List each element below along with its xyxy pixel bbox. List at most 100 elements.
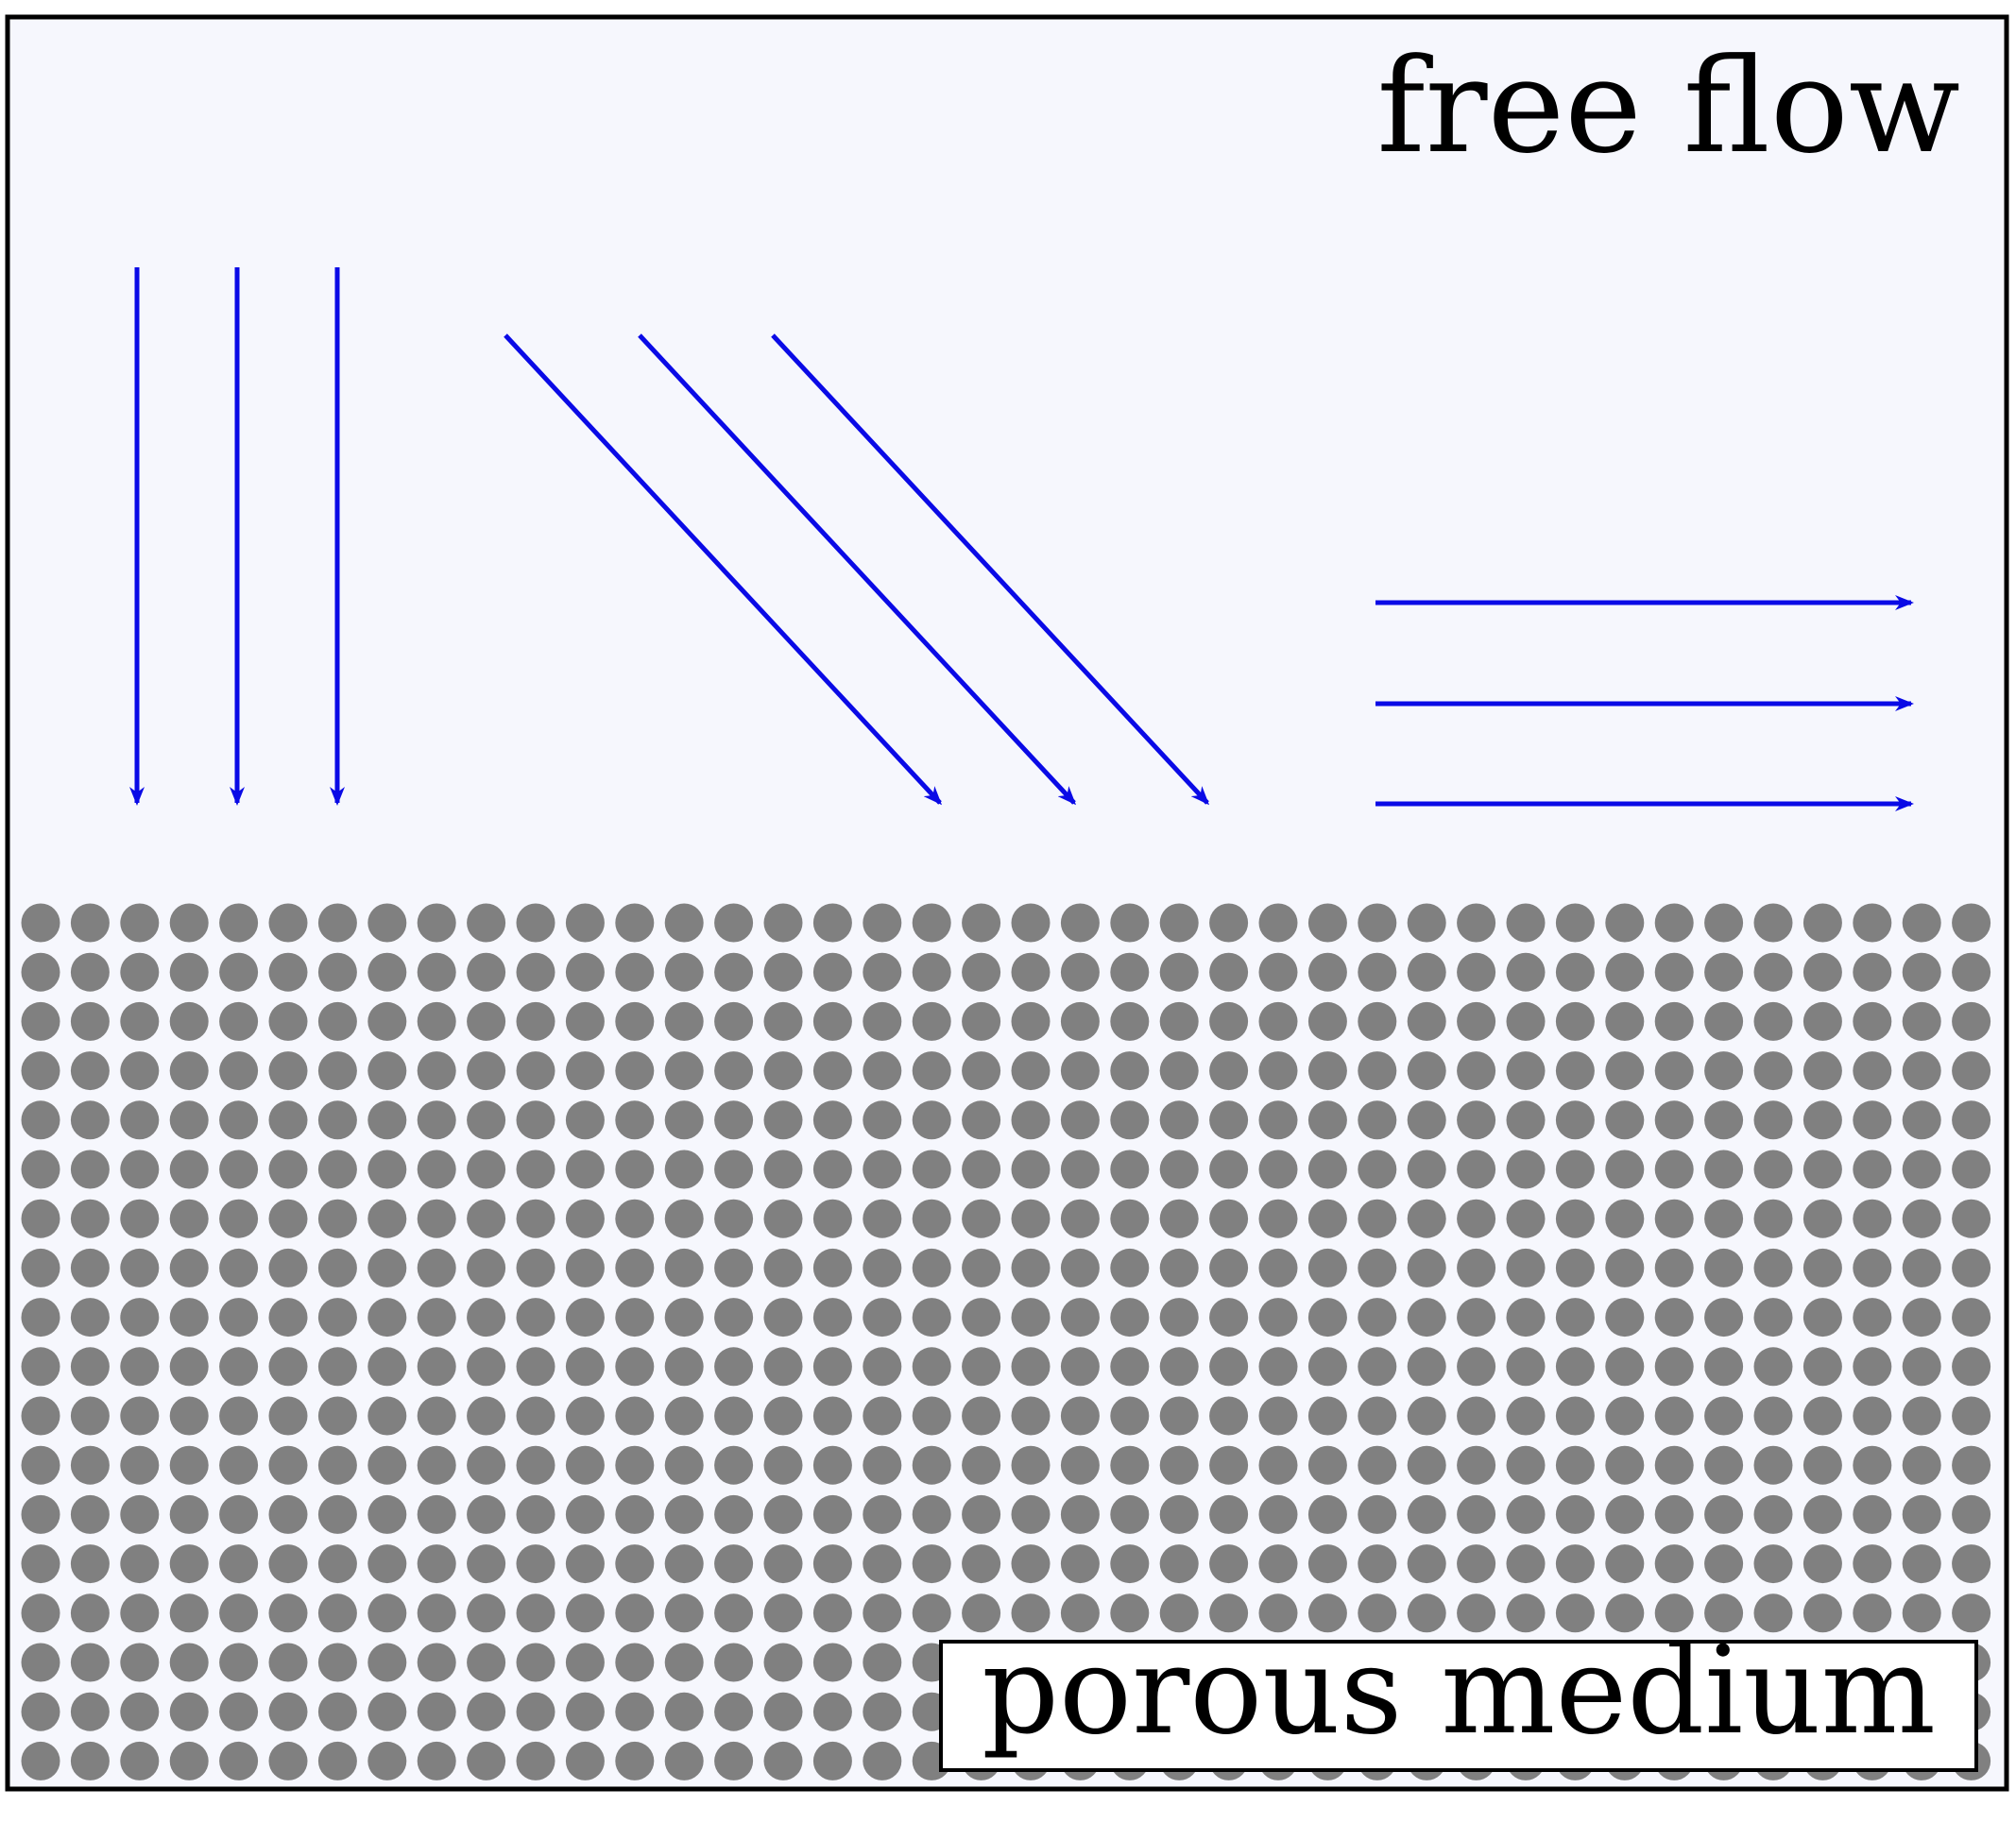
porous-grain: [1555, 1396, 1595, 1436]
porous-grain: [70, 1001, 110, 1041]
porous-grain: [219, 1544, 259, 1584]
porous-grain: [317, 1248, 357, 1287]
porous-grain: [1307, 1445, 1347, 1485]
porous-grain: [1159, 1100, 1199, 1140]
porous-grain: [763, 1544, 803, 1584]
porous-grain: [863, 1692, 902, 1731]
porous-grain: [467, 1298, 506, 1337]
porous-grain: [268, 1298, 308, 1337]
porous-grain: [1159, 1051, 1199, 1091]
porous-grain: [1060, 1199, 1100, 1238]
porous-grain: [664, 1051, 704, 1091]
porous-grain: [1258, 1100, 1298, 1140]
porous-grain: [21, 1248, 60, 1287]
porous-grain: [812, 1445, 852, 1485]
porous-grain: [1358, 903, 1397, 943]
porous-grain: [1853, 1445, 1892, 1485]
porous-grain: [664, 1692, 704, 1731]
porous-grain: [812, 1150, 852, 1189]
porous-grain: [169, 1051, 209, 1091]
porous-grain: [1704, 1445, 1744, 1485]
porous-grain: [21, 1051, 60, 1091]
porous-grain: [1258, 1150, 1298, 1189]
porous-grain: [1407, 1445, 1446, 1485]
porous-grain: [664, 952, 704, 992]
porous-grain: [516, 1298, 555, 1337]
porous-grain: [367, 1396, 407, 1436]
porous-grain: [268, 1396, 308, 1436]
domain-background: [8, 17, 2007, 1789]
porous-grain: [714, 1298, 754, 1337]
porous-grain: [615, 1445, 655, 1485]
porous-grain: [912, 1396, 951, 1436]
porous-grain: [615, 1544, 655, 1584]
porous-grain: [1654, 1001, 1694, 1041]
porous-grain: [1753, 1298, 1793, 1337]
porous-grain: [1060, 1544, 1100, 1584]
porous-grain: [1011, 1100, 1051, 1140]
porous-grain: [120, 952, 160, 992]
porous-grain: [219, 903, 259, 943]
porous-grain: [70, 1494, 110, 1534]
porous-grain: [1555, 1100, 1595, 1140]
porous-grain: [1209, 1544, 1249, 1584]
porous-grain: [565, 1248, 605, 1287]
porous-grain: [1902, 1544, 1941, 1584]
porous-grain: [169, 1494, 209, 1534]
porous-grain: [516, 1100, 555, 1140]
porous-grain: [219, 1692, 259, 1731]
porous-grain: [1654, 1396, 1694, 1436]
porous-grain: [763, 1396, 803, 1436]
porous-grain: [1358, 1494, 1397, 1534]
porous-grain: [812, 903, 852, 943]
porous-grain: [1159, 1347, 1199, 1387]
porous-grain: [1159, 1494, 1199, 1534]
porous-grain: [1506, 1150, 1546, 1189]
porous-grain: [367, 1248, 407, 1287]
porous-grain: [714, 1150, 754, 1189]
porous-grain: [1457, 1347, 1496, 1387]
porous-grain: [1853, 1298, 1892, 1337]
porous-grain: [812, 1199, 852, 1238]
porous-grain: [1952, 903, 1991, 943]
porous-grain: [714, 952, 754, 992]
porous-grain: [565, 1396, 605, 1436]
porous-grain: [1802, 1051, 1842, 1091]
porous-grain: [664, 1248, 704, 1287]
porous-grain: [1555, 1298, 1595, 1337]
porous-grain: [1506, 1248, 1546, 1287]
porous-grain: [70, 903, 110, 943]
porous-grain: [417, 1494, 456, 1534]
porous-grain: [912, 952, 951, 992]
porous-grain: [763, 1494, 803, 1534]
porous-grain: [467, 1100, 506, 1140]
porous-grain: [1902, 1199, 1941, 1238]
porous-grain: [962, 1445, 1001, 1485]
porous-grain: [21, 1199, 60, 1238]
porous-grain: [1110, 1150, 1150, 1189]
porous-grain: [317, 1643, 357, 1682]
porous-grain: [812, 1544, 852, 1584]
porous-grain: [516, 1741, 555, 1780]
porous-grain: [565, 1298, 605, 1337]
porous-grain: [615, 1150, 655, 1189]
porous-grain: [219, 1445, 259, 1485]
porous-grain: [317, 1298, 357, 1337]
porous-grain: [1307, 1150, 1347, 1189]
porous-grain: [120, 1298, 160, 1337]
porous-grain: [615, 1051, 655, 1091]
porous-grain: [1060, 1100, 1100, 1140]
porous-grain: [1011, 1494, 1051, 1534]
porous-grain: [317, 952, 357, 992]
porous-grain: [763, 1347, 803, 1387]
porous-grain: [1853, 1396, 1892, 1436]
porous-grain: [763, 1248, 803, 1287]
porous-grain: [1704, 1100, 1744, 1140]
porous-grain: [1110, 1051, 1150, 1091]
porous-grain: [763, 1001, 803, 1041]
porous-grain: [1952, 1396, 1991, 1436]
porous-grain: [21, 1593, 60, 1633]
porous-grain: [1258, 1298, 1298, 1337]
porous-grain: [1704, 1199, 1744, 1238]
porous-grain: [1555, 1593, 1595, 1633]
